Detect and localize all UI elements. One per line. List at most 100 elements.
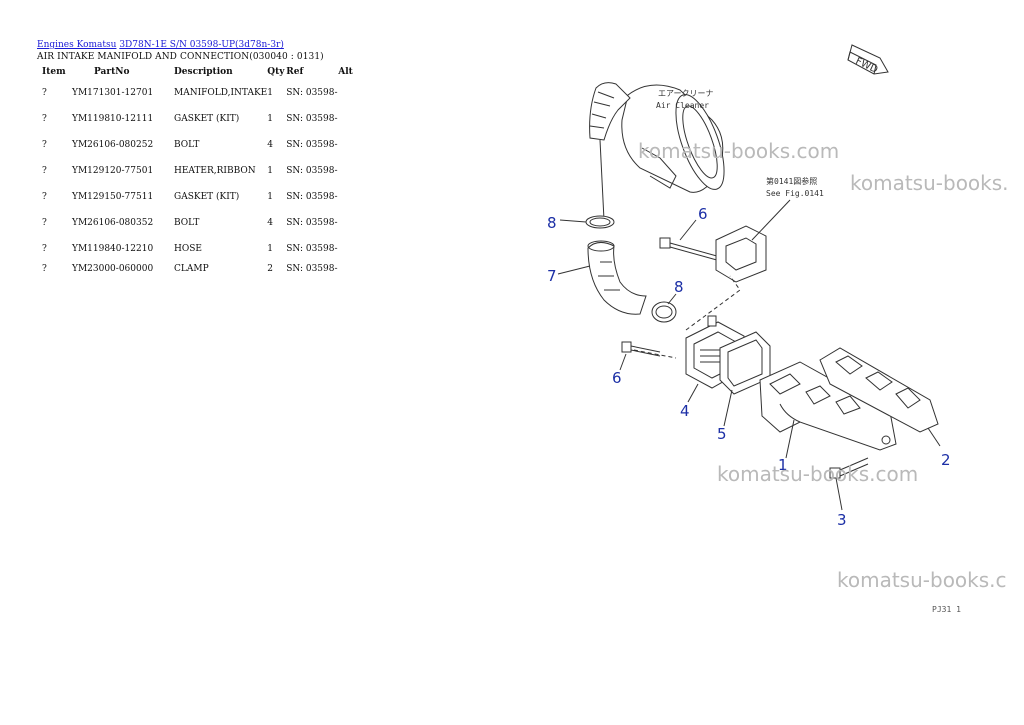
- cell-description: HEATER,RIBBON: [174, 166, 256, 176]
- table-row: ? YM119840-12210 HOSE 1 SN: 03598-: [37, 244, 358, 264]
- cell-ref: SN: 03598-: [286, 114, 338, 124]
- cell-partno: YM119810-12111: [72, 114, 154, 124]
- cell-alt: [338, 192, 358, 218]
- cell-ref: SN: 03598-: [286, 140, 338, 150]
- clamp-lower-drawing: [651, 301, 677, 323]
- col-item: Item: [42, 67, 66, 77]
- page-code: PJ31 1: [932, 605, 961, 614]
- breadcrumb-link-model[interactable]: 3D78N-1E S/N 03598-UP(3d78n-3r): [119, 40, 284, 50]
- cell-item: ?: [42, 88, 47, 98]
- cell-description: MANIFOLD,INTAKE: [174, 88, 268, 98]
- air-cleaner-jp-label: エアークリーナ: [658, 89, 714, 98]
- cell-alt: [338, 218, 358, 244]
- cell-description: HOSE: [174, 244, 202, 254]
- cell-qty: 4: [267, 140, 273, 150]
- col-alt: Alt: [338, 67, 353, 77]
- cell-qty: 4: [267, 218, 273, 228]
- gasket-manifold-drawing: [819, 347, 939, 433]
- watermark-top: komatsu-books.com: [638, 139, 839, 163]
- cell-ref: SN: 03598-: [286, 192, 338, 202]
- bolt-manifold-drawing: [829, 457, 869, 479]
- cell-partno: YM23000-060000: [72, 264, 154, 274]
- cell-qty: 1: [267, 244, 273, 254]
- cell-partno: YM119840-12210: [72, 244, 154, 254]
- callout-6-upper: 6: [698, 205, 708, 223]
- hose-drawing: [587, 240, 647, 315]
- col-partno: PartNo: [94, 67, 130, 77]
- cell-alt: [338, 140, 358, 166]
- cell-description: BOLT: [174, 218, 200, 228]
- table-row: ? YM26106-080352 BOLT 4 SN: 03598-: [37, 218, 358, 244]
- callout-3: 3: [837, 511, 847, 529]
- bolt-lower-drawing: [621, 341, 661, 357]
- watermark-right: komatsu-books.: [850, 171, 1009, 195]
- cell-alt: [338, 166, 358, 192]
- callout-8-upper: 8: [547, 214, 557, 232]
- bolt-upper-drawing: [659, 237, 725, 263]
- guide-lines: [633, 275, 741, 359]
- callout-1: 1: [778, 456, 788, 474]
- cell-qty: 1: [267, 192, 273, 202]
- breadcrumb-link-engines[interactable]: Engines Komatsu: [37, 40, 117, 50]
- cell-item: ?: [42, 166, 47, 176]
- cell-partno: YM26106-080352: [72, 218, 154, 228]
- cell-partno: YM171301-12701: [72, 88, 154, 98]
- cell-description: GASKET (KIT): [174, 114, 240, 124]
- cell-ref: SN: 03598-: [286, 244, 338, 254]
- cell-ref: SN: 03598-: [286, 218, 338, 228]
- cell-ref: SN: 03598-: [286, 166, 338, 176]
- cell-description: CLAMP: [174, 264, 209, 274]
- table-row: ? YM119810-12111 GASKET (KIT) 1 SN: 0359…: [37, 114, 358, 140]
- cell-ref: SN: 03598-: [286, 264, 338, 274]
- fwd-arrow-icon: FWD: [847, 44, 889, 76]
- cell-item: ?: [42, 114, 47, 124]
- callout-8-lower: 8: [674, 278, 684, 296]
- watermark-middle: komatsu-books.com: [717, 462, 918, 486]
- callout-2: 2: [941, 451, 951, 469]
- cell-alt: [338, 244, 358, 264]
- col-description: Description: [174, 67, 233, 77]
- cell-qty: 1: [267, 114, 273, 124]
- table-row: ? YM129150-77511 GASKET (KIT) 1 SN: 0359…: [37, 192, 358, 218]
- cell-item: ?: [42, 244, 47, 254]
- cell-item: ?: [42, 218, 47, 228]
- clamp-top-drawing: [585, 215, 615, 229]
- cell-qty: 1: [267, 88, 273, 98]
- cell-description: BOLT: [174, 140, 200, 150]
- callout-4: 4: [680, 402, 690, 420]
- cell-item: ?: [42, 192, 47, 202]
- cell-description: GASKET (KIT): [174, 192, 240, 202]
- watermark-bottom: komatsu-books.c: [837, 568, 1007, 592]
- cell-partno: YM129120-77501: [72, 166, 154, 176]
- cell-partno: YM26106-080252: [72, 140, 154, 150]
- exploded-parts-diagram: FWD エアークリーナ Air Cleaner 第014: [547, 44, 1009, 614]
- cell-qty: 1: [267, 166, 273, 176]
- leader-lines: [557, 219, 941, 511]
- table-row: ? YM26106-080252 BOLT 4 SN: 03598-: [37, 140, 358, 166]
- cell-partno: YM129150-77511: [72, 192, 154, 202]
- cell-ref: SN: 03598-: [286, 88, 338, 98]
- table-header-row: Item PartNo Description Qty Ref Alt: [37, 66, 358, 88]
- table-row: ? YM23000-060000 CLAMP 2 SN: 03598-: [37, 264, 358, 290]
- table-row: ? YM171301-12701 MANIFOLD,INTAKE 1 SN: 0…: [37, 88, 358, 114]
- connection-flange-drawing: 第0141図参照 See Fig.0141: [715, 176, 824, 283]
- cell-qty: 2: [267, 264, 273, 274]
- table-row: ? YM129120-77501 HEATER,RIBBON 1 SN: 035…: [37, 166, 358, 192]
- callout-7: 7: [547, 267, 557, 285]
- ref-jp-label: 第0141図参照: [766, 176, 817, 186]
- page-subtitle: AIR INTAKE MANIFOLD AND CONNECTION(03004…: [37, 52, 324, 62]
- col-qty: Qty: [267, 67, 285, 77]
- cell-alt: [338, 264, 358, 290]
- col-ref: Ref: [286, 67, 304, 77]
- cell-item: ?: [42, 264, 47, 274]
- parts-table: Item PartNo Description Qty Ref Alt ? YM…: [37, 66, 358, 290]
- cell-alt: [338, 88, 358, 114]
- callout-6-lower: 6: [612, 369, 622, 387]
- cell-item: ?: [42, 140, 47, 150]
- breadcrumb: Engines Komatsu 3D78N-1E S/N 03598-UP(3d…: [37, 40, 284, 50]
- callout-5: 5: [717, 425, 727, 443]
- ref-label: See Fig.0141: [766, 189, 824, 198]
- air-cleaner-label: Air Cleaner: [656, 101, 709, 110]
- cell-alt: [338, 114, 358, 140]
- air-cleaner-drawing: エアークリーナ Air Cleaner: [589, 82, 725, 221]
